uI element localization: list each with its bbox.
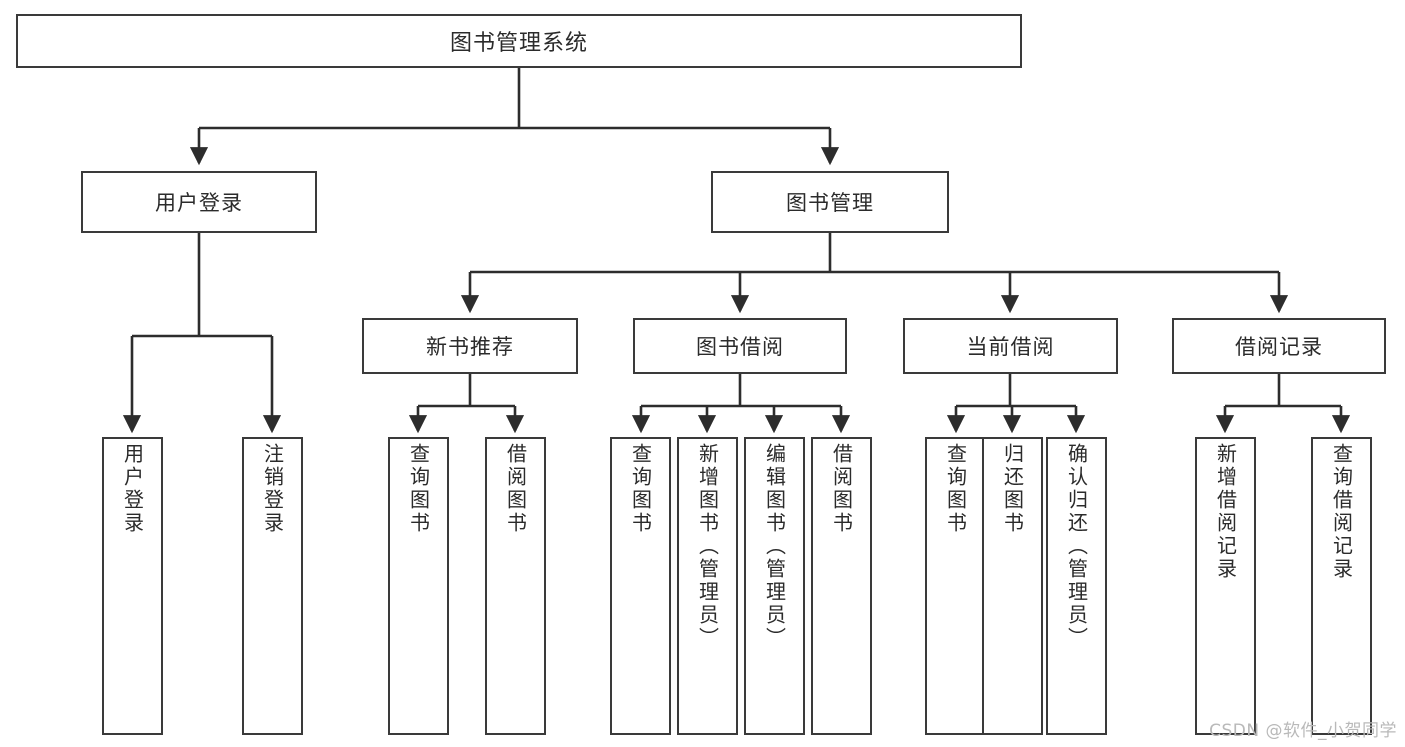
node-borrow-record[interactable]: 借阅记录: [1172, 318, 1386, 374]
node-new-book-rec-label: 新书推荐: [426, 335, 514, 359]
node-leaf-return-book[interactable]: 归还图书: [982, 437, 1043, 735]
node-leaf-query-book-3[interactable]: 查询图书: [925, 437, 986, 735]
node-leaf-query-record-label: 查询借阅记录: [1329, 443, 1354, 581]
node-root-label: 图书管理系统: [449, 31, 588, 56]
node-leaf-confirm-return[interactable]: 确认归还（管理员）: [1046, 437, 1107, 735]
node-book-manage-label: 图书管理: [786, 191, 874, 215]
node-leaf-query-book-1-label: 查询图书: [406, 443, 431, 535]
node-root[interactable]: 图书管理系统: [16, 14, 1022, 68]
node-leaf-add-record[interactable]: 新增借阅记录: [1195, 437, 1256, 735]
node-user-login[interactable]: 用户登录: [81, 171, 317, 233]
node-book-manage[interactable]: 图书管理: [711, 171, 949, 233]
node-new-book-rec[interactable]: 新书推荐: [362, 318, 578, 374]
node-user-login-label: 用户登录: [155, 191, 243, 215]
node-book-borrow-label: 图书借阅: [696, 335, 784, 359]
node-leaf-edit-book-label: 编辑图书（管理员）: [762, 443, 787, 650]
node-leaf-add-record-label: 新增借阅记录: [1213, 443, 1238, 581]
node-current-borrow-label: 当前借阅: [966, 335, 1055, 359]
node-current-borrow[interactable]: 当前借阅: [903, 318, 1118, 374]
node-leaf-borrow-book-1[interactable]: 借阅图书: [485, 437, 546, 735]
node-book-borrow[interactable]: 图书借阅: [633, 318, 847, 374]
node-leaf-add-book[interactable]: 新增图书（管理员）: [677, 437, 738, 735]
node-leaf-user-login-label: 用户登录: [120, 443, 145, 535]
node-leaf-edit-book[interactable]: 编辑图书（管理员）: [744, 437, 805, 735]
node-leaf-query-book-2[interactable]: 查询图书: [610, 437, 671, 735]
node-leaf-borrow-book-1-label: 借阅图书: [503, 443, 528, 535]
node-leaf-return-book-label: 归还图书: [1000, 443, 1025, 535]
node-borrow-record-label: 借阅记录: [1235, 335, 1323, 359]
node-leaf-user-logout[interactable]: 注销登录: [242, 437, 303, 735]
node-leaf-query-record[interactable]: 查询借阅记录: [1311, 437, 1372, 735]
node-leaf-user-login[interactable]: 用户登录: [102, 437, 163, 735]
node-leaf-confirm-return-label: 确认归还（管理员）: [1064, 443, 1089, 650]
watermark: CSDN @软件_小贺同学: [1209, 721, 1397, 741]
node-leaf-borrow-book-2[interactable]: 借阅图书: [811, 437, 872, 735]
node-leaf-borrow-book-2-label: 借阅图书: [829, 443, 854, 535]
node-leaf-add-book-label: 新增图书（管理员）: [695, 443, 720, 650]
node-leaf-query-book-3-label: 查询图书: [943, 443, 968, 535]
node-leaf-user-logout-label: 注销登录: [260, 443, 285, 535]
node-leaf-query-book-1[interactable]: 查询图书: [388, 437, 449, 735]
node-leaf-query-book-2-label: 查询图书: [628, 443, 653, 535]
